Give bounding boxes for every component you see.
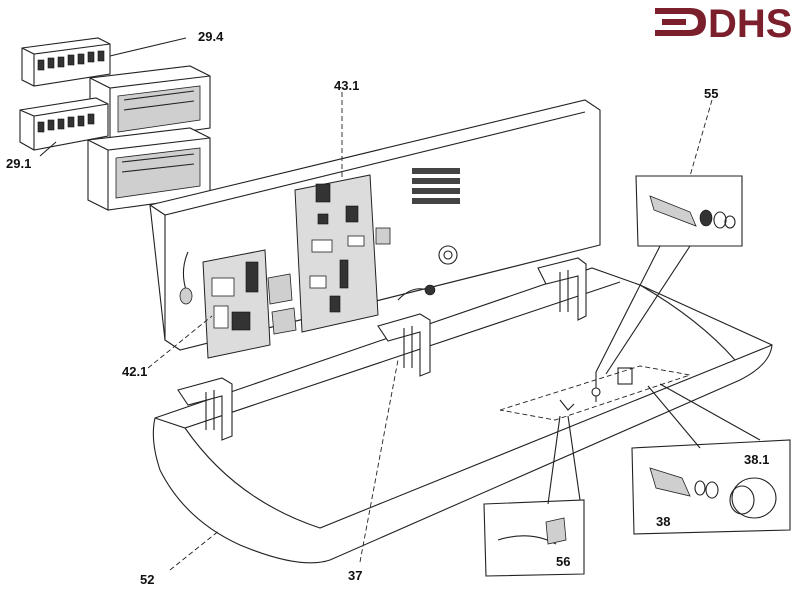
callout-56: 56	[556, 554, 570, 569]
callout-42-1: 42.1	[122, 364, 147, 379]
callout-38: 38	[656, 514, 670, 529]
callout-29-1: 29.1	[6, 156, 31, 171]
pcb-42-1	[202, 249, 297, 359]
hinge-brackets	[177, 257, 587, 441]
logo-mark-icon	[655, 8, 706, 36]
callout-52: 52	[140, 572, 154, 587]
terminal-block-assembly	[19, 37, 211, 211]
dhs-logo: DHS	[655, 2, 792, 46]
callout-29-4: 29.4	[198, 29, 224, 44]
inset-55	[595, 175, 743, 375]
leader-lines	[39, 37, 713, 571]
lamp-holder	[179, 251, 193, 305]
inset-56	[483, 415, 585, 577]
callout-37: 37	[348, 568, 362, 583]
callout-55: 55	[704, 86, 718, 101]
inset-38	[631, 383, 791, 535]
logo-text: DHS	[708, 2, 792, 46]
wire-37-top	[397, 284, 436, 301]
callout-38-1: 38.1	[744, 452, 769, 467]
trough-housing	[152, 267, 773, 564]
pcb-43-1	[294, 174, 379, 333]
callout-43-1: 43.1	[334, 78, 359, 93]
internal-components	[499, 365, 691, 421]
